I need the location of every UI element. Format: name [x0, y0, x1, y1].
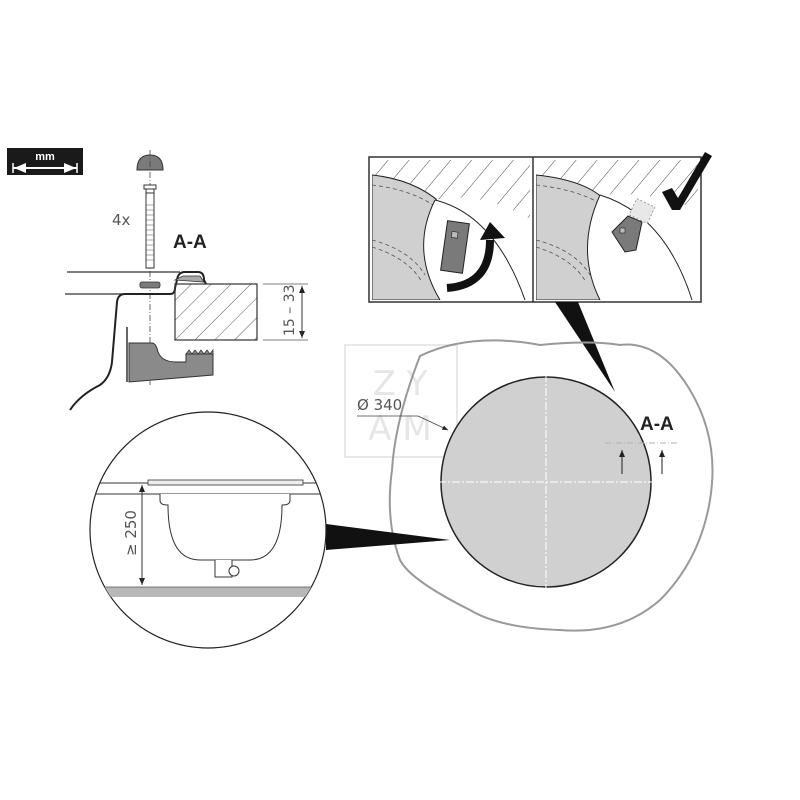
svg-text:4x: 4x — [112, 211, 131, 229]
section-view: 4x A-A 15 – 33 — [65, 150, 308, 411]
curved-arrow-icon — [446, 239, 494, 292]
clearance-view: ≥ 250 — [89, 411, 327, 649]
svg-text:Z Y: Z Y — [373, 364, 428, 404]
sink-bowl-icon — [147, 479, 304, 578]
svg-text:15 – 33: 15 – 33 — [282, 284, 298, 336]
screw-icon — [143, 184, 157, 269]
svg-text:Ø 340: Ø 340 — [357, 396, 402, 414]
svg-text:mm: mm — [35, 151, 55, 163]
clearance-pointer — [326, 524, 450, 550]
svg-text:A-A: A-A — [173, 232, 207, 253]
double-arrow-icon — [12, 163, 78, 173]
mounting-clamp-icon — [126, 327, 214, 383]
inset-clamp-locked — [536, 160, 698, 300]
svg-text:A-A: A-A — [640, 414, 674, 435]
svg-text:≥ 250: ≥ 250 — [122, 510, 140, 556]
checkmark-icon — [662, 152, 712, 210]
callout-pointer — [555, 302, 615, 392]
cutout-view: Ø 340 A-A — [357, 339, 714, 632]
clamp-insets — [368, 152, 712, 303]
units-badge: mm — [7, 148, 83, 175]
inset-rotate-clamp — [372, 160, 530, 300]
